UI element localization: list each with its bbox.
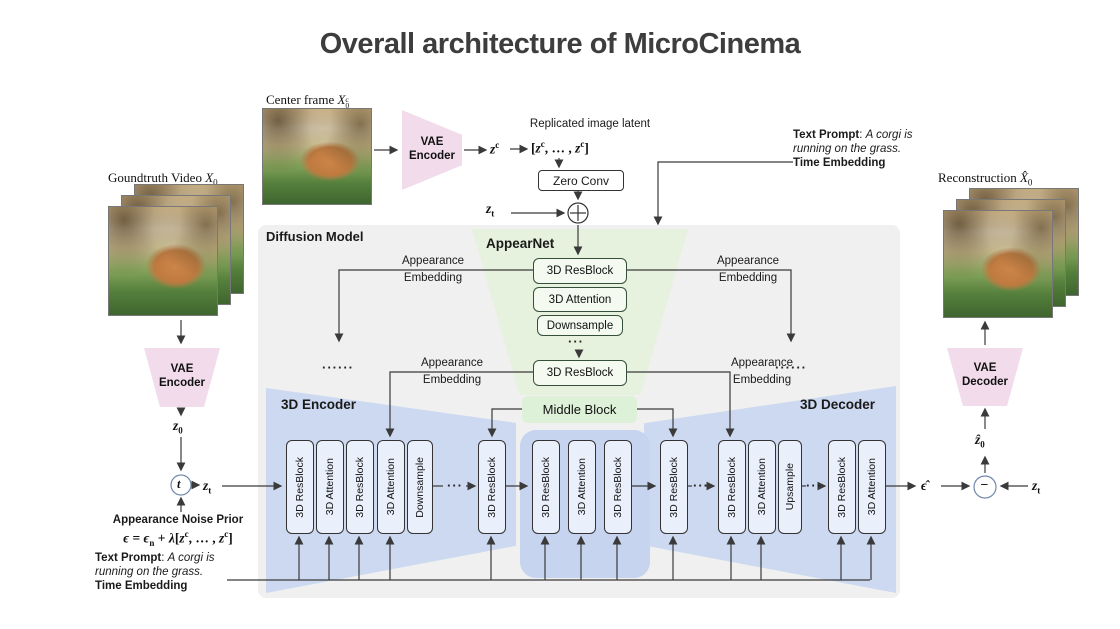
groundtruth-label: Goundtruth Video X0 xyxy=(108,170,218,188)
noise-prior-label: Appearance Noise Prior xyxy=(112,514,244,526)
z-c-replicated-label: [zc, … , zc] xyxy=(531,139,589,156)
unet-block-1: 3D ResBlock xyxy=(286,440,314,534)
appearance-embedding-upper-right-2: Embedding xyxy=(718,272,778,284)
appearance-embedding-lower-right: Appearance xyxy=(730,357,794,369)
z-0-label: z0 xyxy=(173,418,183,436)
unet-block-4: 3D Attention xyxy=(377,440,405,534)
appearance-embedding-upper-right: Appearance xyxy=(716,255,780,267)
vae-encoder-top-label: VAE Encoder xyxy=(408,136,455,162)
unet-block-2: 3D Attention xyxy=(316,440,344,534)
middle-block: Middle Block xyxy=(522,396,637,423)
t-circle-label: t xyxy=(177,477,181,491)
unet-dots-2: ··· xyxy=(693,478,709,493)
unet-block-3: 3D ResBlock xyxy=(346,440,374,534)
appearnet-resblock-1: 3D ResBlock xyxy=(533,258,627,284)
appearnet-attention: 3D Attention xyxy=(533,287,627,312)
unet-block-14: 3D ResBlock xyxy=(828,440,856,534)
eps-hat-label: ϵ̂ xyxy=(921,478,927,493)
vae-decoder-label: VAE Decoder xyxy=(961,362,1009,388)
z-hat-0-label: ẑ0 xyxy=(975,432,985,450)
continuation-dots-right: ······ xyxy=(775,360,807,375)
z-t-mid-label: zt xyxy=(203,478,212,496)
unet-block-6: 3D ResBlock xyxy=(478,440,506,534)
unet-dots-1: ··· xyxy=(447,478,463,493)
unet-block-8: 3D Attention xyxy=(568,440,596,534)
unet-block-12: 3D Attention xyxy=(748,440,776,534)
unet-block-15: 3D Attention xyxy=(858,440,886,534)
replicated-latent-caption: Replicated image latent xyxy=(529,118,651,130)
unet-block-5: Downsample xyxy=(407,440,433,534)
vae-encoder-left-label: VAE Encoder xyxy=(158,363,205,389)
diffusion-model-label: Diffusion Model xyxy=(266,229,364,244)
minus-sign: − xyxy=(980,478,989,493)
groundtruth-frame-1 xyxy=(108,206,218,316)
appearance-embedding-lower-left: Appearance xyxy=(420,357,484,369)
unet-block-9: 3D ResBlock xyxy=(604,440,632,534)
noise-prior-equation: ϵ = ϵn + λ[zc, … , zc] xyxy=(123,529,233,549)
encoder-label: 3D Encoder xyxy=(281,397,357,412)
continuation-dots-left: ······ xyxy=(322,360,354,375)
unet-block-10: 3D ResBlock xyxy=(660,440,688,534)
unet-block-7: 3D ResBlock xyxy=(532,440,560,534)
reconstruction-frame-1 xyxy=(943,210,1053,318)
appearance-embedding-lower-right-2: Embedding xyxy=(732,374,792,386)
z-t-right-label: zt xyxy=(1032,478,1041,496)
appearnet-downsample: Downsample xyxy=(537,315,623,336)
zero-conv-box: Zero Conv xyxy=(538,170,624,191)
reconstruction-label: Reconstruction X̂0 xyxy=(938,170,1033,188)
decoder-label: 3D Decoder xyxy=(800,397,876,412)
appearnet-label: AppearNet xyxy=(486,236,555,251)
center-frame-image xyxy=(262,108,372,205)
appearnet-resblock-2: 3D ResBlock xyxy=(533,360,627,386)
appearance-embedding-upper-left: Appearance xyxy=(401,255,465,267)
page-title: Overall architecture of MicroCinema xyxy=(319,28,801,60)
z-t-top-label: zt xyxy=(486,201,495,219)
unet-block-13: Upsample xyxy=(778,440,802,534)
text-prompt-bottom: Text Prompt: A corgi is running on the g… xyxy=(95,552,215,592)
z-c-label: zc xyxy=(490,140,500,157)
text-prompt-top: Text Prompt: A corgi is running on the g… xyxy=(793,129,913,169)
appearance-embedding-lower-left-2: Embedding xyxy=(422,374,482,386)
unet-dots-3: ··· xyxy=(806,478,822,493)
unet-block-11: 3D ResBlock xyxy=(718,440,746,534)
appearnet-dots: ··· xyxy=(568,334,584,349)
appearance-embedding-upper-left-2: Embedding xyxy=(403,272,463,284)
